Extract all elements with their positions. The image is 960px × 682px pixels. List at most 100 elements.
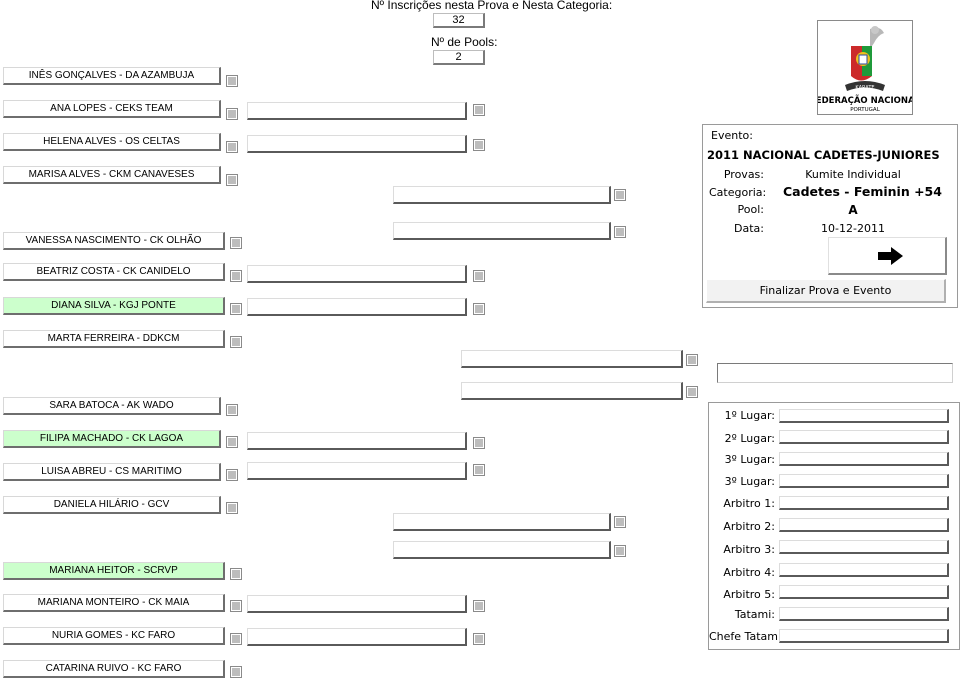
logo-org-country: PORTUGAL xyxy=(850,107,880,113)
finalize-button[interactable]: Finalizar Prova e Evento xyxy=(706,279,946,303)
event-info-panel: Evento: 2011 NACIONAL CADETES-JUNIORES P… xyxy=(702,124,958,308)
next-pool-button[interactable] xyxy=(828,237,947,275)
athlete-3-checkbox[interactable] xyxy=(226,141,238,153)
round2-checkbox-5[interactable] xyxy=(473,437,485,449)
first-place-label: 1º Lugar: xyxy=(724,409,775,422)
athlete-8-checkbox[interactable] xyxy=(230,336,242,348)
arbitro-4-field[interactable] xyxy=(779,563,949,577)
round3-slot-4[interactable] xyxy=(393,541,611,559)
athlete-11[interactable]: LUISA ABREU - CS MARITIMO xyxy=(3,463,221,481)
arbitro-3-label: Arbitro 3: xyxy=(723,543,775,556)
logo-org-name: FEDERAÇÃO NACIONAL xyxy=(818,95,912,106)
round2-checkbox-3[interactable] xyxy=(473,270,485,282)
round3-checkbox-2[interactable] xyxy=(614,226,626,238)
third-place-b-label: 3º Lugar: xyxy=(724,475,775,488)
round2-slot-5[interactable] xyxy=(247,432,467,450)
chefe-tatami-field[interactable] xyxy=(779,629,949,643)
round4-slot-1[interactable] xyxy=(461,350,683,368)
inscriptions-label: Nº Inscrições nesta Prova e Nesta Catego… xyxy=(371,0,613,12)
arbitro-4-label: Arbitro 4: xyxy=(723,566,775,579)
athlete-13[interactable]: MARIANA HEITOR - SCRVP xyxy=(3,562,225,580)
athlete-14-checkbox[interactable] xyxy=(230,600,242,612)
round4-slot-2[interactable] xyxy=(461,382,683,400)
logo-ribbon-text: KARATE xyxy=(855,85,874,91)
pool-winner-field[interactable] xyxy=(717,363,953,383)
first-place-field[interactable] xyxy=(779,409,949,423)
round4-checkbox-2[interactable] xyxy=(686,386,698,398)
athlete-1[interactable]: INÊS GONÇALVES - DA AZAMBUJA xyxy=(3,67,221,85)
round2-slot-2[interactable] xyxy=(247,135,467,153)
athlete-16[interactable]: CATARINA RUIVO - KC FARO xyxy=(3,660,225,678)
data-value: 10-12-2011 xyxy=(821,222,885,235)
second-place-field[interactable] xyxy=(779,430,949,444)
third-place-a-label: 3º Lugar: xyxy=(724,453,775,466)
athlete-12[interactable]: DANIELA HILÁRIO - GCV xyxy=(3,496,221,514)
pool-value: A xyxy=(848,203,858,217)
athlete-16-checkbox[interactable] xyxy=(230,666,242,678)
second-place-label: 2º Lugar: xyxy=(724,432,775,445)
round2-slot-6[interactable] xyxy=(247,462,467,480)
athlete-7[interactable]: DIANA SILVA - KGJ PONTE xyxy=(3,297,225,315)
tatami-field[interactable] xyxy=(779,607,949,621)
third-place-b-field[interactable] xyxy=(779,474,949,488)
arbitro-1-field[interactable] xyxy=(779,496,949,510)
chefe-tatami-label: Chefe Tatami: xyxy=(709,630,785,643)
event-name: 2011 NACIONAL CADETES-JUNIORES xyxy=(707,148,940,162)
athlete-6-checkbox[interactable] xyxy=(230,270,242,282)
round3-slot-3[interactable] xyxy=(393,513,611,531)
round2-checkbox-8[interactable] xyxy=(473,633,485,645)
athlete-11-checkbox[interactable] xyxy=(226,469,238,481)
round2-checkbox-1[interactable] xyxy=(473,104,485,116)
round2-slot-1[interactable] xyxy=(247,102,467,120)
arbitro-2-field[interactable] xyxy=(779,518,949,532)
round2-slot-8[interactable] xyxy=(247,628,467,646)
round2-checkbox-7[interactable] xyxy=(473,600,485,612)
arbitro-5-field[interactable] xyxy=(779,585,949,599)
athlete-9[interactable]: SARA BATOCA - AK WADO xyxy=(3,397,221,415)
pools-count-field[interactable]: 2 xyxy=(433,50,485,65)
arbitro-3-field[interactable] xyxy=(779,540,949,554)
athlete-15[interactable]: NURIA GOMES - KC FARO xyxy=(3,627,225,645)
athlete-5[interactable]: VANESSA NASCIMENTO - CK OLHÃO xyxy=(3,232,225,250)
event-label: Evento: xyxy=(711,129,753,142)
tatami-label: Tatami: xyxy=(734,608,775,621)
athlete-3[interactable]: HELENA ALVES - OS CELTAS xyxy=(3,133,221,151)
round4-checkbox-1[interactable] xyxy=(686,354,698,366)
athlete-6[interactable]: BEATRIZ COSTA - CK CANIDELO xyxy=(3,263,225,281)
round2-slot-4[interactable] xyxy=(247,298,467,316)
provas-label: Provas: xyxy=(723,168,764,181)
athlete-14[interactable]: MARIANA MONTEIRO - CK MAIA xyxy=(3,594,225,612)
athlete-2-checkbox[interactable] xyxy=(226,108,238,120)
athlete-15-checkbox[interactable] xyxy=(230,633,242,645)
round3-checkbox-1[interactable] xyxy=(614,189,626,201)
athlete-12-checkbox[interactable] xyxy=(226,502,238,514)
athlete-10-checkbox[interactable] xyxy=(226,436,238,448)
athlete-10[interactable]: FILIPA MACHADO - CK LAGOA xyxy=(3,430,221,448)
round2-slot-3[interactable] xyxy=(247,265,467,283)
athlete-2[interactable]: ANA LOPES - CEKS TEAM xyxy=(3,100,221,118)
athlete-4[interactable]: MARISA ALVES - CKM CANAVESES xyxy=(3,166,221,184)
arrow-right-icon xyxy=(878,247,903,265)
third-place-a-field[interactable] xyxy=(779,452,949,466)
athlete-13-checkbox[interactable] xyxy=(230,568,242,580)
arbitro-1-label: Arbitro 1: xyxy=(723,497,775,510)
round2-checkbox-2[interactable] xyxy=(473,139,485,151)
round3-checkbox-4[interactable] xyxy=(614,545,626,557)
round2-slot-7[interactable] xyxy=(247,595,467,613)
round2-checkbox-6[interactable] xyxy=(473,464,485,476)
athlete-8[interactable]: MARTA FERREIRA - DDKCM xyxy=(3,330,225,348)
athlete-9-checkbox[interactable] xyxy=(226,404,238,416)
data-label: Data: xyxy=(734,222,764,235)
athlete-5-checkbox[interactable] xyxy=(230,237,242,249)
round3-checkbox-3[interactable] xyxy=(614,516,626,528)
arbitro-2-label: Arbitro 2: xyxy=(723,520,775,533)
athlete-4-checkbox[interactable] xyxy=(226,174,238,186)
athlete-7-checkbox[interactable] xyxy=(230,303,242,315)
results-panel: 1º Lugar: 2º Lugar: 3º Lugar: 3º Lugar: … xyxy=(708,402,960,650)
athlete-1-checkbox[interactable] xyxy=(226,75,238,87)
round3-slot-1[interactable] xyxy=(393,186,611,204)
categoria-value: Cadetes - Feminin +54 xyxy=(783,184,942,199)
round2-checkbox-4[interactable] xyxy=(473,303,485,315)
round3-slot-2[interactable] xyxy=(393,222,611,240)
inscriptions-count-field[interactable]: 32 xyxy=(433,13,485,28)
